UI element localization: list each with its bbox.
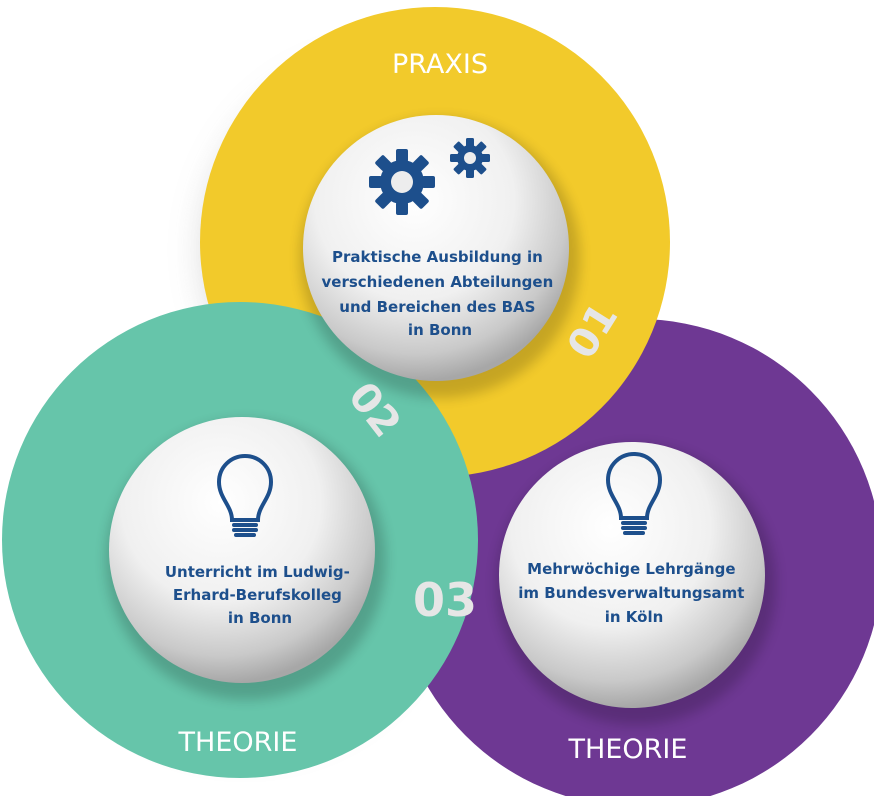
sphere-theorie-koeln: [499, 442, 765, 708]
text-theorie-koeln: Mehrwöchige Lehrgänge im Bundesverwaltun…: [518, 560, 749, 626]
lightbulb-icon: [216, 453, 274, 537]
text-line: in Bonn: [228, 609, 292, 627]
text-line: und Bereichen des BAS: [339, 298, 535, 316]
text-line: in Bonn: [408, 321, 472, 339]
label-theorie-koeln: THEORIE: [568, 734, 688, 765]
text-line: Praktische Ausbildung in: [332, 248, 543, 266]
text-line: verschiedenen Abteilungen: [322, 273, 554, 291]
text-line: Unterricht im Ludwig-: [165, 563, 350, 581]
sphere-theorie-bonn: [109, 417, 375, 683]
text-line: in Köln: [605, 608, 664, 626]
text-line: Erhard-Berufskolleg: [173, 586, 342, 604]
gears-icon: [369, 138, 490, 215]
label-theorie-bonn: THEORIE: [178, 727, 298, 758]
lightbulb-icon: [605, 451, 663, 535]
text-line: im Bundesverwaltungsamt: [518, 584, 744, 602]
label-praxis: PRAXIS: [392, 49, 488, 80]
text-theorie-bonn: Unterricht im Ludwig- Erhard-Berufskolle…: [165, 563, 355, 627]
text-line: Mehrwöchige Lehrgänge: [527, 560, 735, 578]
number-03: 03: [413, 573, 477, 627]
text-praxis: Praktische Ausbildung in verschiedenen A…: [322, 248, 559, 339]
